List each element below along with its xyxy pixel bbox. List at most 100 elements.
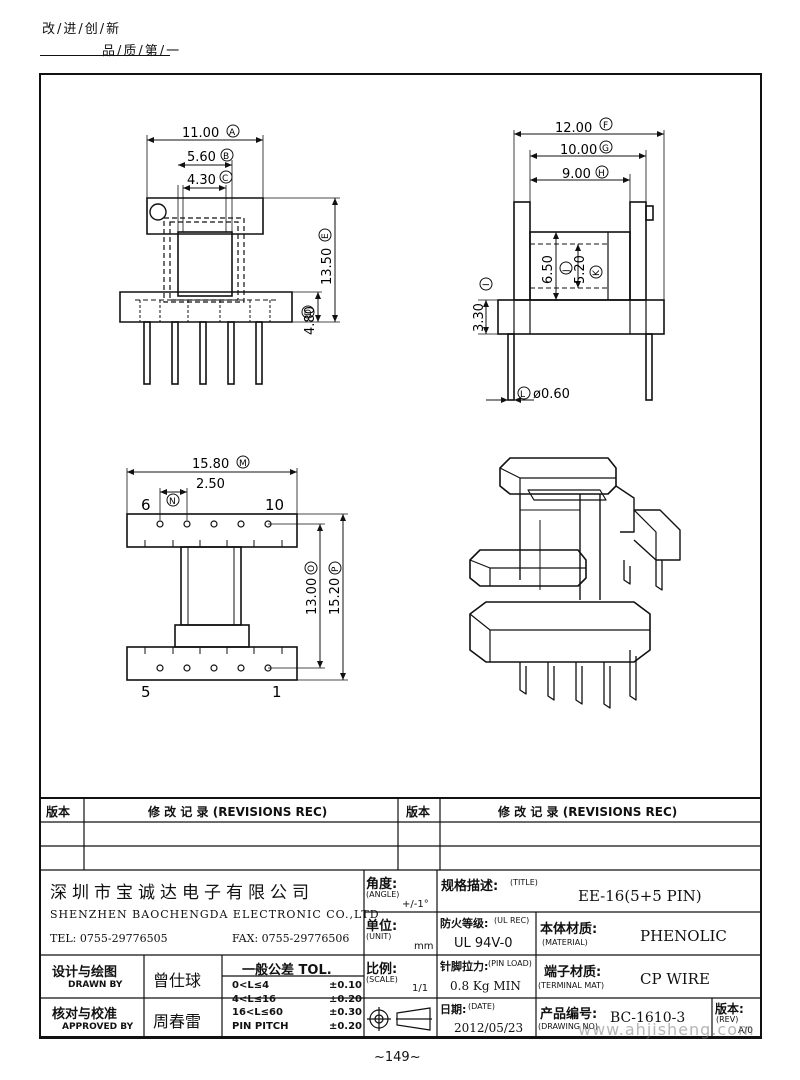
scale-label-en: (SCALE) [366,975,398,984]
dim-m-label: 15.80 [192,457,229,472]
tolerance-row: 0<L≤4±0.10 [232,979,362,993]
dim-k-label: 5.20 [573,255,588,284]
mark-f: F [603,121,608,131]
unit-value: mm [414,941,434,952]
tolerance-value: ±0.10 [328,980,362,991]
tolerance-range: 4<L≤16 [232,993,277,1005]
material-label-en: (MATERIAL) [542,938,588,947]
company-name-en: SHENZHEN BAOCHENGDA ELECTRONIC CO.,LTD [50,908,380,921]
mark-d: D [304,309,314,316]
terminal-label-en: (TERMINAL MAT) [538,981,605,990]
date-label: 日期: [440,1003,467,1016]
mark-j: J [562,269,572,273]
flame-label: 防火等级: [440,917,489,930]
mark-h: H [598,169,605,179]
watermark: www.ahjisheng.com [578,1020,755,1039]
header-rule [40,55,170,56]
drawing-no-label: 产品编号: [540,1007,598,1022]
dim-f-label: 12.00 [555,121,592,136]
drawn-by-label-en: DRAWN BY [68,980,123,990]
title-label: 规格描述: [441,879,499,894]
front-view [119,135,340,385]
pin-label-5: 5 [141,683,151,701]
dim-p-label: 15.20 [328,578,343,615]
date-label-en: (DATE) [468,1002,496,1011]
rev-label-en: (REV) [716,1015,739,1024]
angle-label-en: (ANGLE) [366,890,400,899]
mark-m: M [239,459,247,469]
rev-value: A/0 [738,1026,753,1036]
tolerance-value: ±0.20 [328,1020,362,1032]
tolerance-title: 一般公差 TOL. [242,963,332,978]
drawing-no-label-en: (DRAWING NO) [538,1022,598,1031]
tolerance-row: 16<L≤60±0.30 [232,1006,362,1020]
drawing-no-value: BC-1610-3 [610,1010,686,1026]
mark-a: A [229,128,236,138]
mark-i: I [482,283,492,286]
dim-e-label: 13.50 [320,248,335,285]
isometric-view [469,457,681,709]
bottom-view [126,468,348,681]
dim-a-label: 11.00 [182,126,219,141]
title-value: EE-16(5+5 PIN) [578,887,702,905]
tolerance-row: PIN PITCH ±0.20 [232,1020,362,1034]
title-label-en: (TITLE) [510,878,538,887]
approved-by-label-en: APPROVED BY [62,1022,134,1032]
flame-value: UL 94V-0 [454,936,513,951]
rev-col-record-2: 修 改 记 录 (REVISIONS REC) [498,805,678,819]
dim-j-label: 6.50 [541,255,556,284]
dim-n-label: 2.50 [196,477,225,492]
pin-label-6: 6 [141,496,151,514]
tolerance-range: PIN PITCH [232,1020,289,1032]
mark-e: E [321,233,331,239]
approved-by-value: 周春雷 [153,1012,202,1031]
rev-col-version-2: 版本 [406,805,431,819]
tolerance-table: 0<L≤4±0.10 4<L≤16 ±0.20 16<L≤60±0.30 PIN … [232,979,362,1033]
dim-g-label: 10.00 [560,143,597,158]
tolerance-value: ±0.30 [328,1007,362,1018]
mark-c: C [222,174,228,184]
unit-label: 单位: [366,919,398,934]
pin-label-1: 1 [272,683,282,701]
pin-label-10: 10 [265,496,284,514]
mark-n: N [169,497,176,507]
material-value: PHENOLIC [640,927,727,945]
flame-label-en: (UL REC) [494,916,530,925]
dim-i-label: 3.30 [472,303,487,332]
tolerance-value: ±0.20 [328,993,362,1005]
material-label: 本体材质: [540,922,598,937]
mark-k: K [592,269,602,276]
mark-o: O [307,565,317,572]
date-value: 2012/05/23 [454,1021,524,1035]
dim-b-label: 5.60 [187,150,216,165]
drawn-by-value: 曾仕球 [153,971,202,990]
terminal-label: 端子材质: [544,965,602,980]
rev-label: 版本: [715,1002,744,1016]
mark-b: B [223,152,229,162]
side-view [478,130,665,401]
unit-label-en: (UNIT) [366,932,392,941]
company-name-cn: 深圳市宝诚达电子有限公司 [50,883,314,903]
angle-label: 角度: [366,877,398,892]
dim-o-label: 13.00 [305,578,320,615]
scale-value: 1/1 [412,983,429,994]
mark-l: L [520,390,525,400]
slogan-line-1: 改/进/创/新 [42,22,122,37]
angle-value: +/-1° [402,899,429,910]
dim-h-label: 9.00 [562,167,591,182]
technical-drawing: 11.00 A 5.60 B 4.30 C 13.50 E 4.80 D [119,117,681,709]
company-tel: TEL: 0755-29776505 [50,932,168,945]
rev-col-record-1: 修 改 记 录 (REVISIONS REC) [148,805,328,819]
tolerance-row: 4<L≤16 ±0.20 [232,993,362,1007]
drawn-by-label: 设计与绘图 [52,965,118,980]
mark-g: G [602,144,609,154]
terminal-value: CP WIRE [640,970,710,988]
pinload-label-en: (PIN LOAD) [488,959,532,968]
rev-col-version-1: 版本 [46,805,71,819]
pinload-label: 针脚拉力: [440,960,489,973]
dim-l-label: ø0.60 [533,387,570,402]
dim-c-label: 4.30 [187,173,216,188]
approved-by-label: 核对与校准 [52,1007,118,1022]
page-number: ~149~ [374,1050,421,1065]
